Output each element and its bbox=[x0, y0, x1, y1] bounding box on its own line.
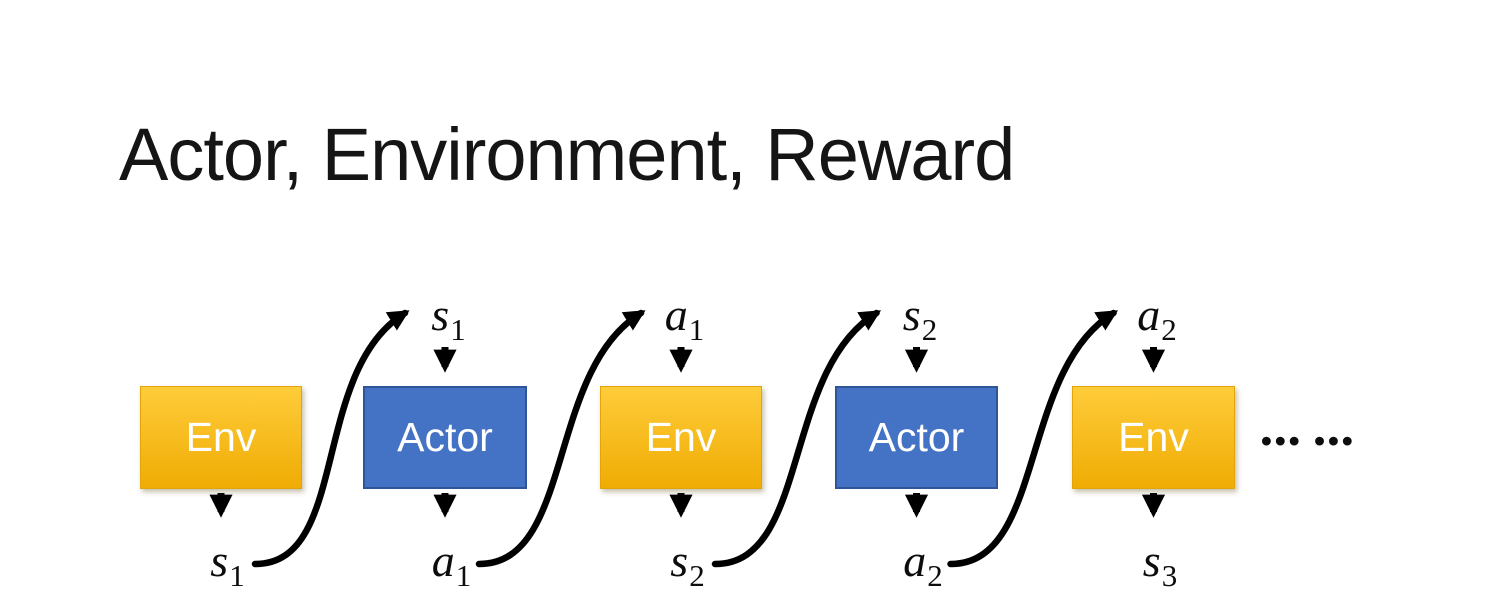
top-label: a1 bbox=[664, 289, 705, 346]
math-subscript: 2 bbox=[921, 312, 938, 347]
math-symbol: s bbox=[670, 535, 689, 586]
math-symbol: s bbox=[1142, 535, 1161, 586]
env-box-label: Env bbox=[1118, 414, 1189, 460]
actor-box: Actor bbox=[835, 386, 998, 489]
math-symbol: a bbox=[431, 535, 455, 586]
math-symbol: a bbox=[1137, 289, 1161, 340]
math-subscript: 1 bbox=[229, 558, 245, 593]
math-subscript: 1 bbox=[450, 312, 466, 347]
env-box: Env bbox=[140, 386, 302, 489]
math-symbol: s bbox=[210, 535, 229, 586]
actor-box-label: Actor bbox=[397, 414, 493, 460]
math-symbol: a bbox=[903, 535, 927, 586]
bottom-label: a2 bbox=[903, 535, 943, 592]
math-subscript: 1 bbox=[455, 558, 472, 593]
slide-title: Actor, Environment, Reward bbox=[119, 113, 1015, 196]
math-symbol: s bbox=[902, 289, 921, 340]
bottom-label: a1 bbox=[431, 535, 472, 592]
top-label: a2 bbox=[1137, 289, 1177, 346]
actor-box: Actor bbox=[363, 386, 527, 489]
math-subscript: 1 bbox=[688, 312, 705, 347]
math-subscript: 3 bbox=[1161, 558, 1178, 593]
continuation-ellipsis: ••• ••• bbox=[1261, 423, 1356, 458]
bottom-label: s3 bbox=[1142, 535, 1177, 592]
env-box-label: Env bbox=[185, 414, 257, 460]
actor-box-label: Actor bbox=[868, 414, 965, 460]
top-label: s2 bbox=[902, 289, 937, 346]
math-subscript: 2 bbox=[1161, 312, 1177, 347]
math-symbol: s bbox=[431, 289, 450, 340]
top-label: s1 bbox=[431, 289, 465, 346]
bottom-label: s2 bbox=[670, 535, 704, 592]
env-box: Env bbox=[1072, 386, 1235, 489]
math-subscript: 2 bbox=[927, 558, 943, 593]
math-symbol: a bbox=[664, 289, 688, 340]
bottom-label: s1 bbox=[210, 535, 244, 592]
math-subscript: 2 bbox=[689, 558, 705, 593]
env-box: Env bbox=[600, 386, 762, 489]
env-box-label: Env bbox=[645, 414, 717, 460]
